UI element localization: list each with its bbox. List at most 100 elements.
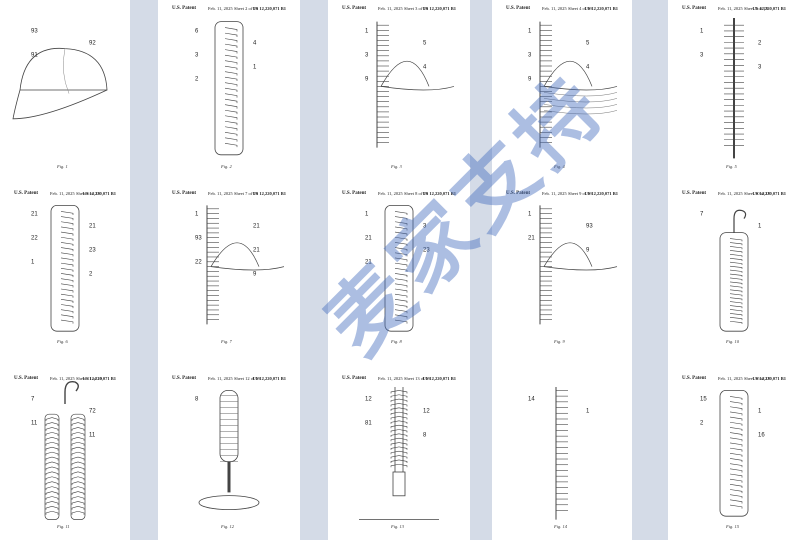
header-patent: U.S. Patent (342, 191, 367, 196)
reference-label: 9 (586, 248, 590, 254)
header-date: Feb. 11, 2025 (718, 6, 743, 11)
header-sheet-number: Sheet 8 of 19 (404, 191, 428, 196)
figure-caption: Fig. 2 (221, 164, 232, 169)
patent-drawing: 21 21 22 23 1 2 (31, 204, 96, 332)
reference-label: 1 (758, 409, 762, 415)
reference-label: 11 (31, 421, 38, 427)
reference-label: 4 (586, 64, 590, 70)
header-patent-number: US 12,220,071 B1 (584, 191, 618, 196)
header-date: Feb. 11, 2025 (718, 191, 743, 196)
reference-label: 7 (31, 397, 35, 403)
header-date: Feb. 11, 2025 (50, 376, 75, 381)
reference-label: 16 (758, 433, 765, 439)
header-sheet-number: Sheet 5 of 19 (744, 6, 768, 11)
reference-label: 3 (758, 64, 762, 70)
reference-label: 7 (700, 212, 704, 218)
reference-label: 93 (31, 28, 38, 34)
reference-label: 2 (195, 76, 199, 82)
reference-label: 6 (195, 28, 199, 34)
header-sheet-number: Sheet 10 of 19 (744, 191, 771, 196)
patent-drawing: 71 (700, 209, 762, 332)
reference-label: 92 (89, 40, 96, 46)
header-sheet-number: Sheet 11 of 19 (76, 376, 102, 381)
header-sheet-number: Sheet 7 of 19 (234, 191, 258, 196)
reference-label: 1 (700, 28, 704, 34)
figure-caption: Fig. 5 (726, 164, 737, 169)
figure-caption: Fig. 13 (391, 524, 404, 529)
sheet-separator (130, 0, 158, 540)
header-patent: U.S. Patent (682, 191, 707, 196)
reference-label: 2 (89, 272, 93, 278)
reference-label: 3 (700, 52, 704, 58)
reference-label: 1 (195, 212, 199, 218)
reference-label: 22 (31, 236, 38, 242)
reference-label: 21 (89, 224, 96, 230)
header-patent-number: US 12,220,071 B1 (422, 376, 456, 381)
reference-label: 3 (365, 52, 369, 58)
reference-label: 1 (365, 28, 369, 34)
figure-caption: Fig. 1 (57, 164, 68, 169)
header-patent: U.S. Patent (14, 376, 39, 381)
header-patent-number: US 12,220,071 B1 (252, 6, 286, 11)
figure-caption: Fig. 14 (554, 524, 567, 529)
header-patent: U.S. Patent (172, 6, 197, 11)
reference-label: 3 (195, 52, 199, 58)
figure-caption: Fig. 4 (554, 164, 565, 169)
reference-label: 21 (528, 236, 535, 242)
figure-caption: Fig. 15 (726, 524, 739, 529)
reference-label: 9 (528, 76, 532, 82)
figure-caption: Fig. 12 (221, 524, 234, 529)
reference-label: 11 (89, 433, 96, 439)
header-date: Feb. 11, 2025 (378, 6, 403, 11)
reference-label: 21 (365, 236, 372, 242)
patent-drawing: 93 92 91 (12, 28, 108, 120)
reference-label: 3 (423, 224, 427, 230)
reference-label: 23 (423, 248, 430, 254)
header-sheet-number: Sheet 3 of 19 (404, 6, 428, 11)
header-date: Feb. 11, 2025 (542, 6, 567, 11)
reference-label: 21 (31, 212, 38, 218)
header-sheet-number: Sheet 9 of 19 (568, 191, 592, 196)
figure-caption: Fig. 3 (391, 164, 402, 169)
reference-label: 23 (89, 248, 96, 254)
reference-label: 1 (31, 260, 35, 266)
header-patent: U.S. Patent (172, 191, 197, 196)
patent-drawing: 141 (528, 387, 590, 520)
reference-label: 1 (365, 212, 369, 218)
header-patent: U.S. Patent (342, 6, 367, 11)
reference-label: 91 (31, 52, 38, 58)
header-patent-number: US 12,220,071 B1 (752, 6, 786, 11)
header-patent-number: US 12,220,071 B1 (752, 191, 786, 196)
reference-label: 12 (365, 397, 372, 403)
header-patent-number: US 12,220,071 B1 (422, 191, 456, 196)
reference-label: 2 (700, 421, 704, 427)
reference-label: 22 (195, 260, 202, 266)
reference-label: 15 (700, 397, 707, 403)
header-date: Feb. 11, 2025 (718, 376, 743, 381)
header-patent-number: US 12,220,071 B1 (252, 191, 286, 196)
header-date: Feb. 11, 2025 (208, 376, 233, 381)
figure-caption: Fig. 11 (57, 524, 70, 529)
